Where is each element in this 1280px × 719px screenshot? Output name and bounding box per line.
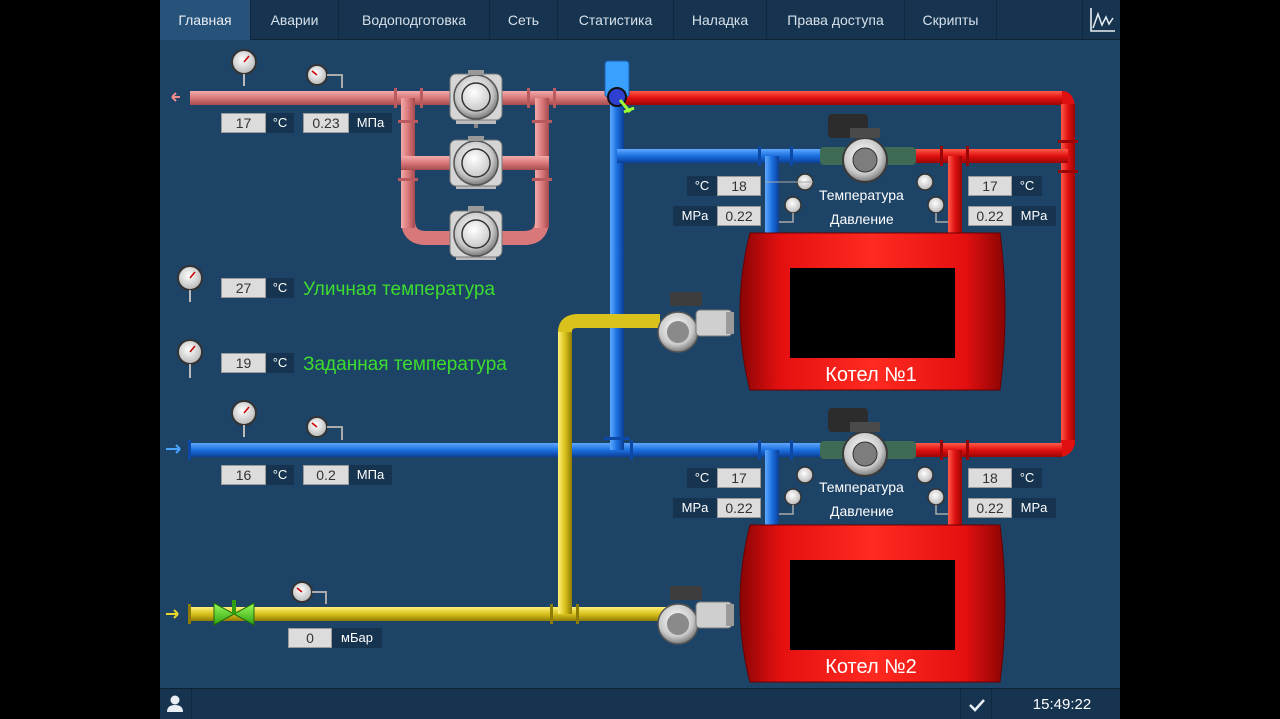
thermometer-icon — [916, 173, 934, 191]
boiler-2-pump[interactable] — [820, 408, 916, 477]
boiler-1-temp-label: Температура — [819, 187, 904, 203]
boiler-2-burner[interactable] — [657, 586, 734, 645]
outdoor-temp-unit: °C — [266, 278, 294, 298]
boiler-1-return-pressure-unit: MPa — [673, 206, 717, 226]
user-button[interactable] — [160, 689, 192, 719]
tab-commissioning[interactable]: Наладка — [674, 0, 767, 40]
boiler-2-name: Котел №2 — [825, 656, 917, 678]
boiler-2-supply-pressure-value: 0.22 — [968, 498, 1012, 518]
tab-home[interactable]: Главная — [160, 0, 251, 40]
boiler-2-return-temp-unit: °C — [687, 468, 717, 488]
boiler-1-return-pressure-value: 0.22 — [717, 206, 761, 226]
heat-loop-pipes — [190, 88, 614, 245]
boiler-2-supply-pressure-unit: MPa — [1012, 498, 1056, 518]
tab-access-rights[interactable]: Права доступа — [767, 0, 905, 40]
network-pump-1[interactable] — [449, 70, 503, 128]
pressure-gauge-icon — [291, 581, 327, 604]
boiler-1-supply-temp-unit: °C — [1012, 176, 1042, 196]
network-pump-3[interactable] — [449, 206, 503, 260]
checkmark-icon — [969, 699, 985, 712]
pressure-gauge-icon — [306, 64, 343, 88]
thermometer-icon — [916, 466, 934, 484]
thermometer-icon — [765, 173, 814, 191]
setpoint-temp-value[interactable]: 19 — [221, 353, 266, 373]
pressure-gauge-icon — [927, 196, 948, 223]
thermometer-icon — [177, 339, 203, 378]
trend-chart-icon — [1090, 8, 1115, 32]
thermometer-icon — [231, 400, 257, 437]
pressure-gauge-icon — [779, 488, 802, 515]
tab-network[interactable]: Сеть — [490, 0, 558, 40]
gas-pipes — [188, 314, 670, 624]
supply-pipes — [624, 91, 1078, 526]
pressure-gauge-icon — [306, 416, 343, 440]
supply-temp-unit: °C — [266, 113, 294, 133]
boiler-1-name: Котел №1 — [825, 364, 917, 386]
gas-pressure-unit: мБар — [332, 628, 382, 648]
thermometer-icon — [177, 265, 203, 302]
supply-pressure-value: 0.23 — [303, 113, 349, 133]
boiler-2-return-pressure-value: 0.22 — [717, 498, 761, 518]
setpoint-temp-unit: °C — [266, 353, 294, 373]
tab-water-treatment[interactable]: Водоподготовка — [339, 0, 490, 40]
main-tabbar: Главная Аварии Водоподготовка Сеть Стати… — [160, 0, 1120, 40]
user-icon — [167, 695, 183, 712]
heating-scheme — [166, 49, 1078, 683]
return-temp-unit: °C — [266, 465, 294, 485]
boiler-2-pressure-label: Давление — [830, 503, 894, 519]
thermometer-icon — [231, 49, 257, 86]
boiler-1-supply-pressure-unit: MPa — [1012, 206, 1056, 226]
boiler-2-return-pressure-unit: MPa — [673, 498, 717, 518]
gas-valve-icon[interactable] — [213, 600, 255, 626]
supply-temp-value: 17 — [221, 113, 266, 133]
app-window: Главная Аварии Водоподготовка Сеть Стати… — [160, 0, 1120, 719]
clock: 15:49:22 — [1032, 696, 1092, 713]
status-bar: 15:49:22 — [160, 688, 1120, 719]
boiler-1[interactable] — [739, 232, 1006, 391]
acknowledge-button[interactable] — [960, 689, 992, 719]
trend-button[interactable] — [1082, 0, 1120, 40]
boiler-2-return-temp-value: 17 — [717, 468, 761, 488]
boiler-1-supply-temp-value: 17 — [968, 176, 1012, 196]
outdoor-temp-label: Уличная температура — [303, 279, 496, 300]
return-temp-value: 16 — [221, 465, 266, 485]
return-pressure-value: 0.2 — [303, 465, 349, 485]
boiler-1-supply-pressure-value: 0.22 — [968, 206, 1012, 226]
boiler-2[interactable] — [739, 524, 1006, 683]
network-pump-2[interactable] — [449, 136, 503, 189]
pressure-gauge-icon — [927, 488, 948, 515]
return-pressure-unit: МПа — [349, 465, 392, 485]
flow-arrows — [166, 92, 181, 619]
return-pipes — [188, 98, 832, 526]
inflow-arrow-icon — [166, 444, 181, 454]
boiler-1-pressure-label: Давление — [830, 211, 894, 227]
tab-alarms[interactable]: Аварии — [251, 0, 339, 40]
gas-inflow-arrow-icon — [166, 609, 179, 619]
outflow-arrow-icon — [171, 92, 180, 102]
boiler-1-return-temp-value: 18 — [717, 176, 761, 196]
supply-pressure-unit: МПа — [349, 113, 392, 133]
setpoint-temp-label: Заданная температура — [303, 354, 507, 375]
tab-statistics[interactable]: Статистика — [558, 0, 674, 40]
boiler-2-supply-temp-value: 18 — [968, 468, 1012, 488]
pressure-gauge-icon — [779, 196, 802, 223]
boiler-1-burner[interactable] — [657, 292, 734, 353]
tab-scripts[interactable]: Скрипты — [905, 0, 997, 40]
expansion-tank[interactable] — [604, 60, 635, 114]
boiler-1-return-temp-unit: °C — [687, 176, 717, 196]
boiler-2-supply-temp-unit: °C — [1012, 468, 1042, 488]
outdoor-temp-value: 27 — [221, 278, 266, 298]
thermometer-icon — [796, 466, 814, 484]
boiler-1-pump[interactable] — [820, 114, 916, 183]
gas-pressure-value: 0 — [288, 628, 332, 648]
boiler-2-temp-label: Температура — [819, 479, 904, 495]
